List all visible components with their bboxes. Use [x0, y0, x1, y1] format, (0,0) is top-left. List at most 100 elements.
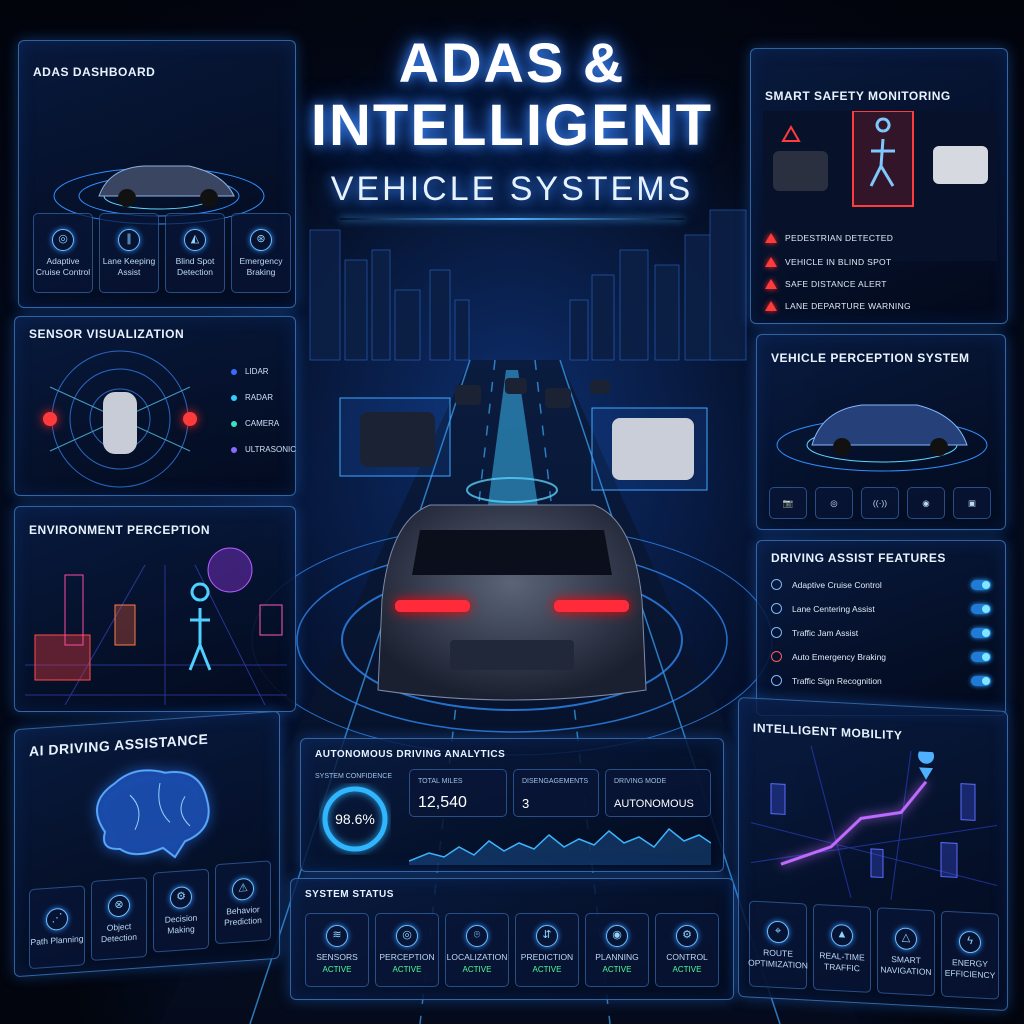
- toggle-switch[interactable]: [971, 651, 991, 662]
- feature-emergency-braking[interactable]: ⊛ Emergency Braking: [231, 213, 291, 293]
- title-line-3: VEHICLE SYSTEMS: [330, 170, 694, 208]
- panel-title: ENVIRONMENT PERCEPTION: [29, 523, 211, 537]
- driving-assist-panel: DRIVING ASSIST FEATURES Adaptive Cruise …: [756, 540, 1006, 716]
- toggle-switch[interactable]: [971, 579, 991, 590]
- assist-sign-recognition[interactable]: Traffic Sign Recognition: [771, 675, 991, 686]
- signal-icon: ((·)): [872, 497, 888, 508]
- warning-icon: [765, 257, 777, 267]
- mobility-smart-navigation[interactable]: △SMART NAVIGATION: [877, 907, 935, 997]
- camera-sensor-button[interactable]: 📷: [769, 487, 807, 519]
- analytics-panel: AUTONOMOUS DRIVING ANALYTICS SYSTEM CONF…: [300, 738, 724, 872]
- analytics-sparkline: [409, 827, 711, 865]
- signal-sensor-button[interactable]: ((·)): [861, 487, 899, 519]
- assist-adaptive-cruise[interactable]: Adaptive Cruise Control: [771, 579, 991, 590]
- mobility-route-optimization[interactable]: ⌖ROUTE OPTIMIZATION: [748, 900, 808, 990]
- confidence-label: SYSTEM CONFIDENCE: [315, 773, 393, 780]
- ai-path-planning[interactable]: ⋰Path Planning: [29, 885, 85, 970]
- feature-lane-keeping[interactable]: ∥Lane Keeping Assist: [99, 213, 159, 293]
- ai-behavior-prediction[interactable]: ⚠Behavior Prediction: [215, 860, 271, 945]
- adas-dashboard-panel: ADAS DASHBOARD ◎Adaptive Cruise Control …: [18, 40, 296, 308]
- status-label: PERCEPTION: [379, 952, 435, 963]
- panel-title: INTELLIGENT MOBILITY: [753, 720, 903, 743]
- status-active: ACTIVE: [392, 964, 422, 974]
- panel-title: VEHICLE PERCEPTION SYSTEM: [771, 351, 970, 365]
- behavior-prediction-icon: ⚠: [232, 877, 254, 901]
- point-cloud-scene: [25, 547, 287, 705]
- ego-car: [377, 504, 647, 701]
- ai-item-label: Object Detection: [101, 920, 137, 944]
- ai-item-label: Decision Making: [164, 912, 198, 936]
- status-label: PLANNING: [595, 952, 639, 963]
- panel-title: SMART SAFETY MONITORING: [765, 89, 951, 103]
- emergency-brake-icon: ⊛: [250, 228, 272, 251]
- feature-adaptive-cruise[interactable]: ◎Adaptive Cruise Control: [33, 213, 93, 293]
- assist-lane-centering[interactable]: Lane Centering Assist: [771, 603, 991, 614]
- confidence-value: 98.6%: [335, 811, 375, 827]
- cruise-control-icon: ◎: [52, 228, 74, 251]
- title-line-2: INTELLIGENT: [310, 93, 714, 158]
- camera-icon: 📷: [782, 497, 794, 508]
- cruise-icon: [771, 579, 782, 590]
- decision-making-icon: ⚙: [170, 885, 192, 910]
- perception-car: [776, 404, 988, 472]
- mobility-real-time-traffic[interactable]: ▲REAL-TIME TRAFFIC: [813, 903, 871, 993]
- image-icon: ▣: [967, 497, 977, 508]
- panel-title: AI DRIVING ASSISTANCE: [29, 730, 209, 760]
- title-underline: [340, 218, 684, 220]
- sign-icon: [771, 675, 782, 686]
- alert-blind-spot: VEHICLE IN BLIND SPOT: [765, 257, 891, 267]
- status-active: ACTIVE: [532, 964, 562, 974]
- path-planning-icon: ⋰: [46, 907, 68, 932]
- ai-decision-making[interactable]: ⚙Decision Making: [153, 868, 209, 953]
- toggle-switch[interactable]: [971, 603, 991, 614]
- image-sensor-button[interactable]: ▣: [953, 487, 991, 519]
- status-label: SENSORS: [316, 952, 358, 963]
- ai-item-label: Path Planning: [30, 933, 84, 948]
- wifi-icon: ≋: [326, 925, 348, 948]
- ai-driving-assistance-panel: AI DRIVING ASSISTANCE ⋰Path Planning ⊗Ob…: [14, 710, 280, 978]
- route-icon: ⌖: [767, 920, 789, 944]
- toggle-switch[interactable]: [971, 675, 991, 686]
- intelligent-mobility-panel: INTELLIGENT MOBILITY ⌖ROUTE OPTIMIZATION…: [738, 696, 1008, 1012]
- vision-sensor-button[interactable]: ◉: [907, 487, 945, 519]
- status-active: ACTIVE: [602, 964, 632, 974]
- legend-lidar: LIDAR: [231, 367, 269, 376]
- radar-icon: ◎: [830, 497, 838, 508]
- assist-traffic-jam[interactable]: Traffic Jam Assist: [771, 627, 991, 638]
- ai-object-detection[interactable]: ⊗Object Detection: [91, 877, 147, 961]
- ai-item-label: Behavior Prediction: [224, 903, 262, 928]
- sensor-visualization-panel: SENSOR VISUALIZATION LIDAR RADAR CAMERA …: [14, 316, 296, 496]
- warning-icon: [765, 233, 777, 243]
- legend-camera: CAMERA: [231, 419, 279, 428]
- radar-sensor-button[interactable]: ◎: [815, 487, 853, 519]
- vehicle-perception-panel: VEHICLE PERCEPTION SYSTEM 📷 ◎ ((·)) ◉ ▣: [756, 334, 1006, 530]
- toggle-switch[interactable]: [971, 627, 991, 638]
- energy-icon: ϟ: [959, 930, 981, 954]
- warning-icon: [765, 301, 777, 311]
- assist-emergency-braking[interactable]: Auto Emergency Braking: [771, 651, 991, 662]
- warning-icon: [765, 279, 777, 289]
- blind-spot-icon: ◭: [184, 228, 206, 251]
- status-active: ACTIVE: [672, 964, 702, 974]
- mobility-item-label: REAL-TIME TRAFFIC: [819, 950, 865, 973]
- feature-blind-spot[interactable]: ◭Blind Spot Detection: [165, 213, 225, 293]
- car-hologram: [53, 165, 265, 225]
- prediction-icon: ⇵: [536, 925, 558, 948]
- feature-label: Emergency Braking: [239, 255, 283, 277]
- legend-ultrasonic: ULTRASONIC: [231, 445, 296, 454]
- status-active: ACTIVE: [322, 964, 352, 974]
- feature-label: Lane Keeping Assist: [102, 255, 156, 277]
- status-label: PREDICTION: [520, 952, 574, 963]
- title-line-1: ADAS &: [398, 31, 626, 94]
